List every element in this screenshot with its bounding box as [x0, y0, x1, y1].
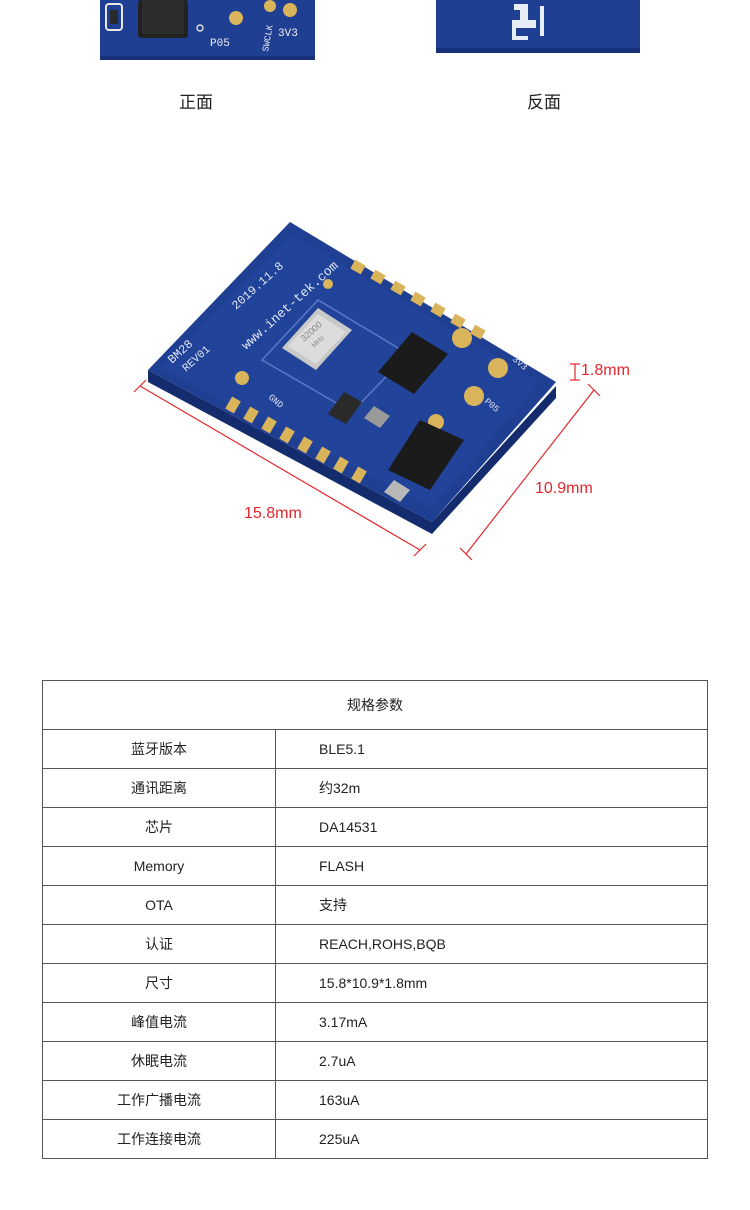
caption-back: 反面	[527, 93, 561, 112]
spec-key: 工作连接电流	[42, 1119, 276, 1159]
spec-value: BLE5.1	[275, 729, 708, 769]
spec-key: Memory	[42, 846, 276, 886]
spec-value: DA14531	[275, 807, 708, 847]
spec-key: 蓝牙版本	[42, 729, 276, 769]
spec-value: 支持	[275, 885, 708, 925]
spec-key: 休眠电流	[42, 1041, 276, 1081]
spec-value: FLASH	[275, 846, 708, 886]
spec-key: 尺寸	[42, 963, 276, 1003]
dimension-length: 15.8mm	[244, 505, 302, 522]
spec-value: 2.7uA	[275, 1041, 708, 1081]
spec-header-row: 规格参数	[42, 680, 708, 730]
spec-value: REACH,ROHS,BQB	[275, 924, 708, 964]
spec-value: 163uA	[275, 1080, 708, 1120]
spec-key: 峰值电流	[42, 1002, 276, 1042]
front-label-swclk: SWCLK	[261, 24, 276, 53]
caption-front: 正面	[179, 93, 213, 112]
spec-key: 芯片	[42, 807, 276, 847]
spec-key: 工作广播电流	[42, 1080, 276, 1120]
spec-value: 3.17mA	[275, 1002, 708, 1042]
front-label-3v3: 3V3	[278, 28, 298, 40]
table-row: 通讯距离约32m	[42, 768, 708, 808]
spec-value: 15.8*10.9*1.8mm	[275, 963, 708, 1003]
spec-key: 认证	[42, 924, 276, 964]
spec-title: 规格参数	[42, 680, 708, 730]
spec-value: 约32m	[275, 768, 708, 808]
front-label-p05: P05	[210, 38, 230, 50]
back-photo	[436, 0, 640, 62]
spec-value: 225uA	[275, 1119, 708, 1159]
dimension-thickness: 1.8mm	[581, 362, 630, 379]
dimension-width: 10.9mm	[535, 480, 593, 497]
spec-key: OTA	[42, 885, 276, 925]
module-photo: 32000 MHz www.inet-tek.com 2019.11.8 BM2…	[0, 150, 750, 620]
front-photo: P05 3V3 SWCLK	[100, 0, 315, 62]
spec-key: 通讯距离	[42, 768, 276, 808]
